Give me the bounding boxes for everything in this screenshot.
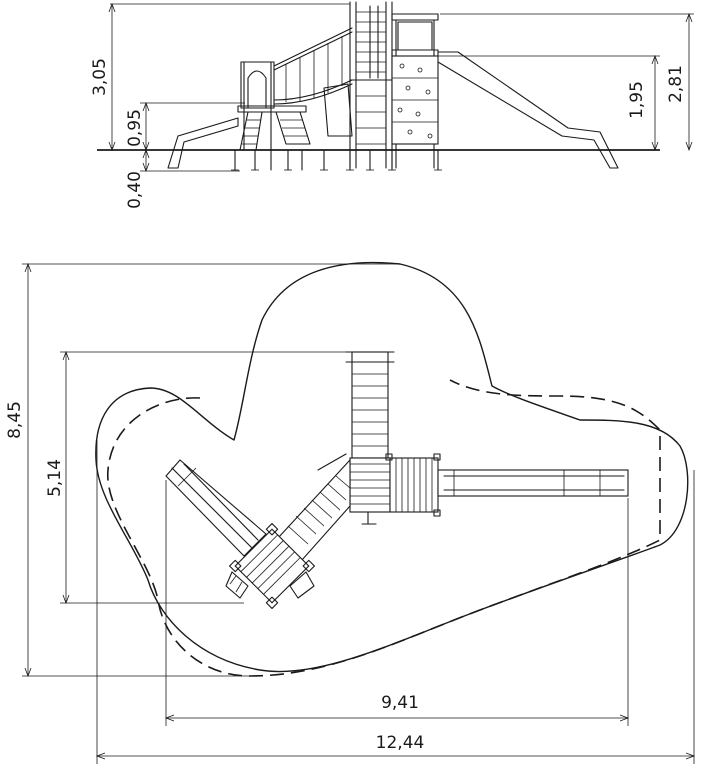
dim-label-equipment-length: 9,41 (381, 693, 419, 713)
dim-label-deck-height-high: 1,95 (627, 81, 647, 119)
dimension-equipment-length: 9,41 (164, 480, 630, 726)
dim-label-overall-height: 3,05 (90, 58, 110, 96)
left-slide-plan (165, 459, 267, 557)
dimension-safety-area-depth: 8,45 (5, 262, 400, 678)
right-tower-elevation (391, 13, 439, 169)
small-tower-elevation (237, 61, 311, 151)
dim-label-deck-height-low: 0,95 (125, 109, 145, 147)
plan-view: 8,45 5,14 9,41 12,44 (5, 261, 696, 764)
main-tower-elevation (349, 1, 393, 169)
dimension-safety-area-length: 12,44 (95, 440, 696, 764)
elevation-view: 3,05 0,95 0,40 1,95 (90, 1, 694, 209)
right-deck-plan (385, 453, 441, 517)
climbing-element-plan (225, 571, 315, 599)
central-deck-plan (349, 457, 391, 525)
dim-label-foundation-depth: 0,40 (125, 171, 145, 209)
left-deck-plan (229, 523, 315, 609)
dim-label-safety-area-depth: 8,45 (5, 401, 25, 439)
dimension-deck-height-high: 1,95 (435, 54, 660, 152)
dim-label-safety-area-length: 12,44 (376, 733, 425, 753)
dimension-foundation-depth: 0,40 (125, 148, 240, 209)
bridge-plan (277, 453, 351, 561)
bridge-elevation (273, 27, 353, 137)
dimension-roof-height: 2,81 (440, 12, 694, 152)
dim-label-equipment-depth: 5,14 (45, 459, 65, 497)
right-slide-plan (437, 469, 629, 497)
left-slide-elevation (167, 117, 239, 169)
right-slide-elevation (437, 51, 619, 169)
foundation-posts (231, 149, 442, 171)
dim-label-roof-height: 2,81 (666, 65, 686, 103)
ladder-plan (345, 351, 395, 459)
dimension-equipment-depth: 5,14 (45, 350, 352, 605)
dimension-deck-height-low: 0,95 (125, 101, 245, 152)
dimension-overall-height: 3,05 (90, 2, 350, 152)
